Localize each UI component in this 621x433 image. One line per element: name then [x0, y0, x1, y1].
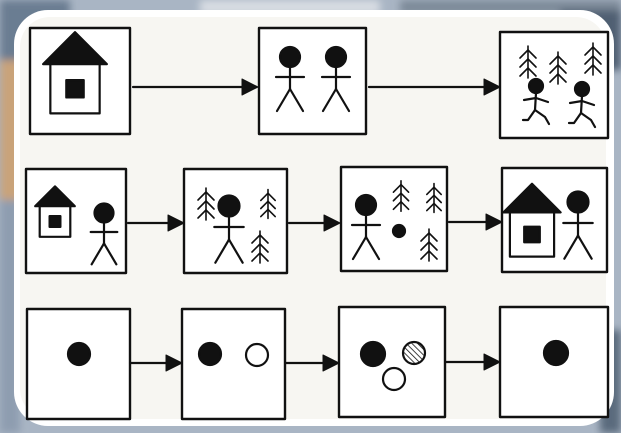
- hatched-circle-icon: [401, 340, 427, 366]
- panel: [498, 305, 610, 419]
- tree-icon: [392, 180, 410, 212]
- tree-icon: [197, 187, 215, 221]
- panel: [182, 167, 289, 275]
- panel: [24, 167, 128, 275]
- arrow-right-icon: [284, 354, 340, 372]
- person-icon: [562, 190, 594, 260]
- panel: [500, 166, 609, 274]
- running-person-icon: [521, 77, 551, 126]
- person-icon: [350, 193, 382, 261]
- diagram: [24, 26, 610, 421]
- arrow-right-icon: [444, 353, 501, 371]
- panel: [180, 307, 287, 421]
- arrow-right-icon: [131, 78, 259, 96]
- panel: [25, 307, 132, 421]
- white-circle-icon: [244, 342, 270, 368]
- arrow-right-icon: [287, 214, 341, 232]
- arrow-right-icon: [128, 354, 183, 372]
- tree-icon: [251, 230, 269, 264]
- small-dot-icon: [391, 223, 407, 239]
- arrow-right-icon: [447, 213, 503, 231]
- tree-icon: [584, 42, 602, 76]
- black-circle-icon: [359, 340, 387, 368]
- house-icon: [42, 31, 108, 115]
- person-icon: [320, 45, 352, 113]
- tree-icon: [519, 45, 537, 79]
- black-circle-icon: [197, 341, 223, 367]
- tree-icon: [549, 51, 567, 85]
- black-circle-icon: [66, 341, 92, 367]
- panel: [339, 165, 449, 273]
- tree-icon: [420, 228, 438, 262]
- person-icon: [89, 202, 119, 266]
- person-icon: [213, 194, 245, 264]
- house-icon: [502, 182, 562, 258]
- house-icon: [34, 185, 76, 238]
- black-circle-icon: [542, 339, 570, 367]
- panel: [498, 30, 610, 140]
- tree-icon: [259, 188, 277, 220]
- white-circle-icon: [381, 366, 407, 392]
- person-icon: [274, 45, 306, 113]
- panel: [337, 305, 447, 419]
- panel: [257, 26, 368, 136]
- running-person-icon: [567, 80, 597, 129]
- page-paper: [20, 17, 606, 419]
- panel: [28, 26, 132, 136]
- arrow-right-icon: [126, 214, 185, 232]
- tree-icon: [425, 182, 443, 214]
- arrow-right-icon: [367, 78, 501, 96]
